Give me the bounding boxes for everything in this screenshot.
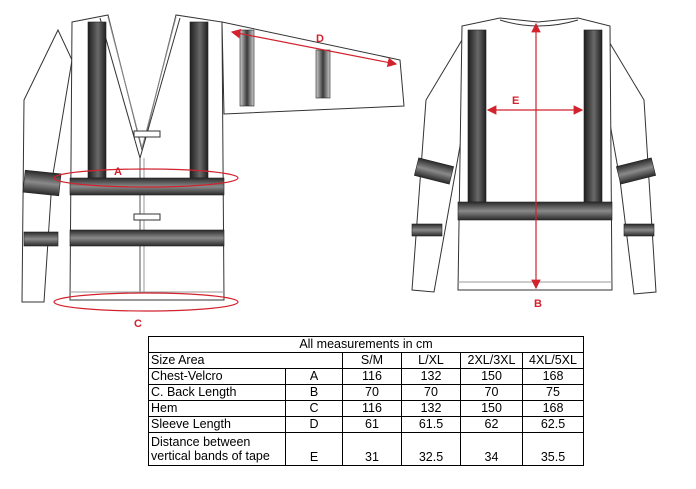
row-code: E: [285, 432, 343, 466]
row-value: 168: [522, 368, 584, 385]
table-title: All measurements in cm: [148, 336, 584, 353]
row-area: Hem: [148, 400, 286, 417]
jacket-front-view: [21, 14, 405, 303]
row-value: 62.5: [522, 416, 584, 433]
row-value: 31: [342, 432, 402, 466]
row-value: 34: [460, 432, 523, 466]
row-value: 32.5: [401, 432, 461, 466]
back-measurements: [486, 22, 584, 290]
velcro-tab-lower: [133, 213, 161, 221]
row-value: 70: [401, 384, 461, 401]
label-d: D: [316, 33, 324, 45]
row-value: 61.5: [401, 416, 461, 433]
header-size-area: Size Area: [148, 352, 343, 369]
table-row: Hem C 116 132 150 168: [148, 400, 584, 417]
row-value: 132: [401, 400, 461, 417]
table-row: C. Back Length B 70 70 70 75: [148, 384, 584, 401]
row-value: 75: [522, 384, 584, 401]
row-code: D: [285, 416, 343, 433]
velcro-tab-upper: [133, 130, 161, 138]
table-title-row: All measurements in cm: [148, 336, 584, 353]
row-value: 70: [342, 384, 402, 401]
table-header-row: Size Area S/M L/XL 2XL/3XL 4XL/5XL: [148, 352, 584, 369]
header-size: 2XL/3XL: [460, 352, 523, 369]
row-value: 35.5: [522, 432, 584, 466]
row-area: C. Back Length: [148, 384, 286, 401]
row-value: 116: [342, 400, 402, 417]
table-row: Distance between vertical bands of tape …: [148, 432, 584, 466]
row-code: C: [285, 400, 343, 417]
row-value: 62: [460, 416, 523, 433]
front-left-sleeve: [21, 28, 73, 303]
row-code: B: [285, 384, 343, 401]
row-value: 132: [401, 368, 461, 385]
jacket-measurement-diagram: D A C E B: [21, 14, 657, 330]
row-value: 150: [460, 368, 523, 385]
back-reflective-tape: [411, 29, 657, 237]
front-measurements: [53, 28, 398, 312]
front-reflective-tape: [22, 21, 331, 247]
row-value: 70: [460, 384, 523, 401]
row-value: 61: [342, 416, 402, 433]
row-area: Chest-Velcro: [148, 368, 286, 385]
label-e: E: [512, 95, 519, 107]
label-b: B: [534, 298, 542, 310]
table-row: Sleeve Length D 61 61.5 62 62.5: [148, 416, 584, 433]
label-a: A: [114, 166, 122, 178]
header-size: 4XL/5XL: [522, 352, 584, 369]
row-value: 168: [522, 400, 584, 417]
header-size: L/XL: [401, 352, 461, 369]
size-chart-table: All measurements in cm Size Area S/M L/X…: [148, 336, 584, 466]
row-value: 150: [460, 400, 523, 417]
table-row: Chest-Velcro A 116 132 150 168: [148, 368, 584, 385]
jacket-back-view: [411, 17, 657, 295]
header-size: S/M: [342, 352, 402, 369]
label-c: C: [134, 318, 142, 330]
row-value: 116: [342, 368, 402, 385]
row-area: Distance between vertical bands of tape: [148, 432, 286, 466]
row-area: Sleeve Length: [148, 416, 286, 433]
row-code: A: [285, 368, 343, 385]
